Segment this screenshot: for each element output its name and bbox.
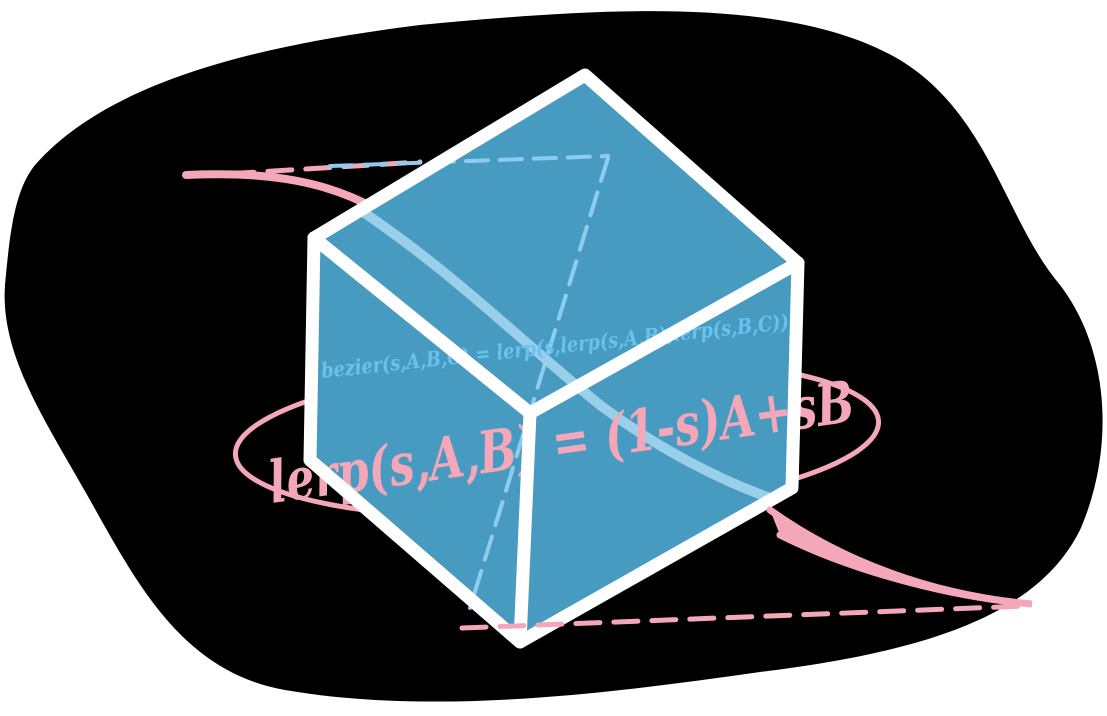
cube-left-face [310, 238, 530, 642]
hidden-edge-top [328, 154, 610, 168]
cube-edges [303, 68, 805, 649]
hidden-edge-vertical [468, 156, 610, 610]
cube-right-face [520, 263, 798, 642]
curve-bottom-dash [459, 603, 1029, 631]
curve-through-cube [355, 205, 775, 503]
curve-front [766, 506, 1033, 608]
